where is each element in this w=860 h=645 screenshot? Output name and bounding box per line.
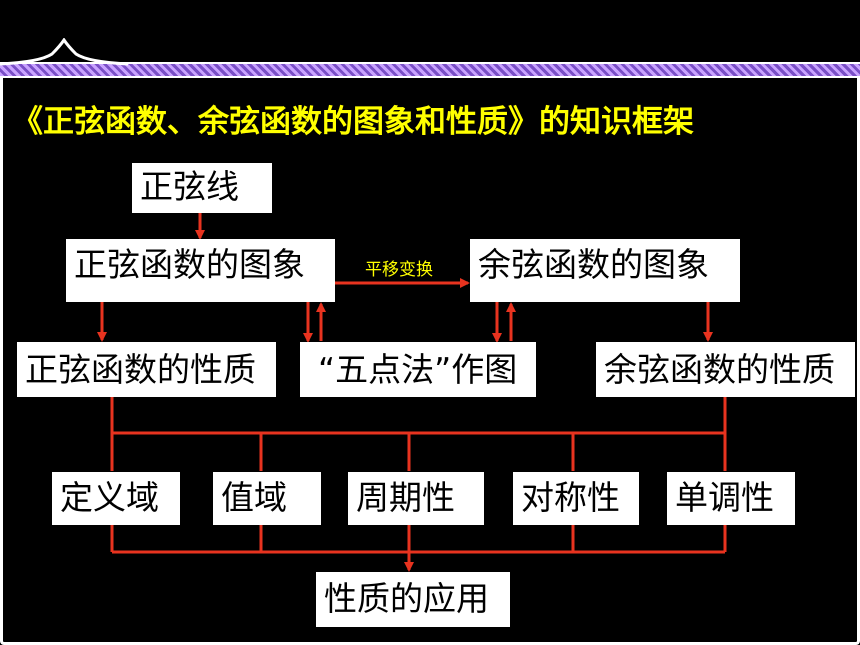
- node-monotonic: 单调性: [667, 472, 795, 525]
- node-sine-props: 正弦函数的性质: [17, 342, 276, 397]
- node-symmetry: 对称性: [513, 472, 639, 525]
- page-title: 《正弦函数、余弦函数的图象和性质》的知识框架: [12, 104, 694, 140]
- slide-frame: [0, 62, 860, 645]
- translation-label: 平移变换: [365, 260, 433, 280]
- node-five-point: “五点法”作图: [300, 342, 536, 397]
- node-sine-graph: 正弦函数的图象: [66, 239, 335, 302]
- node-range: 值域: [213, 472, 321, 525]
- node-cosine-graph: 余弦函数的图象: [470, 239, 740, 302]
- node-application: 性质的应用: [316, 572, 510, 627]
- node-domain: 定义域: [52, 472, 180, 525]
- node-cosine-props: 余弦函数的性质: [596, 342, 855, 397]
- decorative-band: [0, 62, 860, 78]
- node-period: 周期性: [348, 472, 484, 525]
- decorative-cap-icon: [0, 38, 129, 66]
- node-sine-line: 正弦线: [132, 163, 272, 213]
